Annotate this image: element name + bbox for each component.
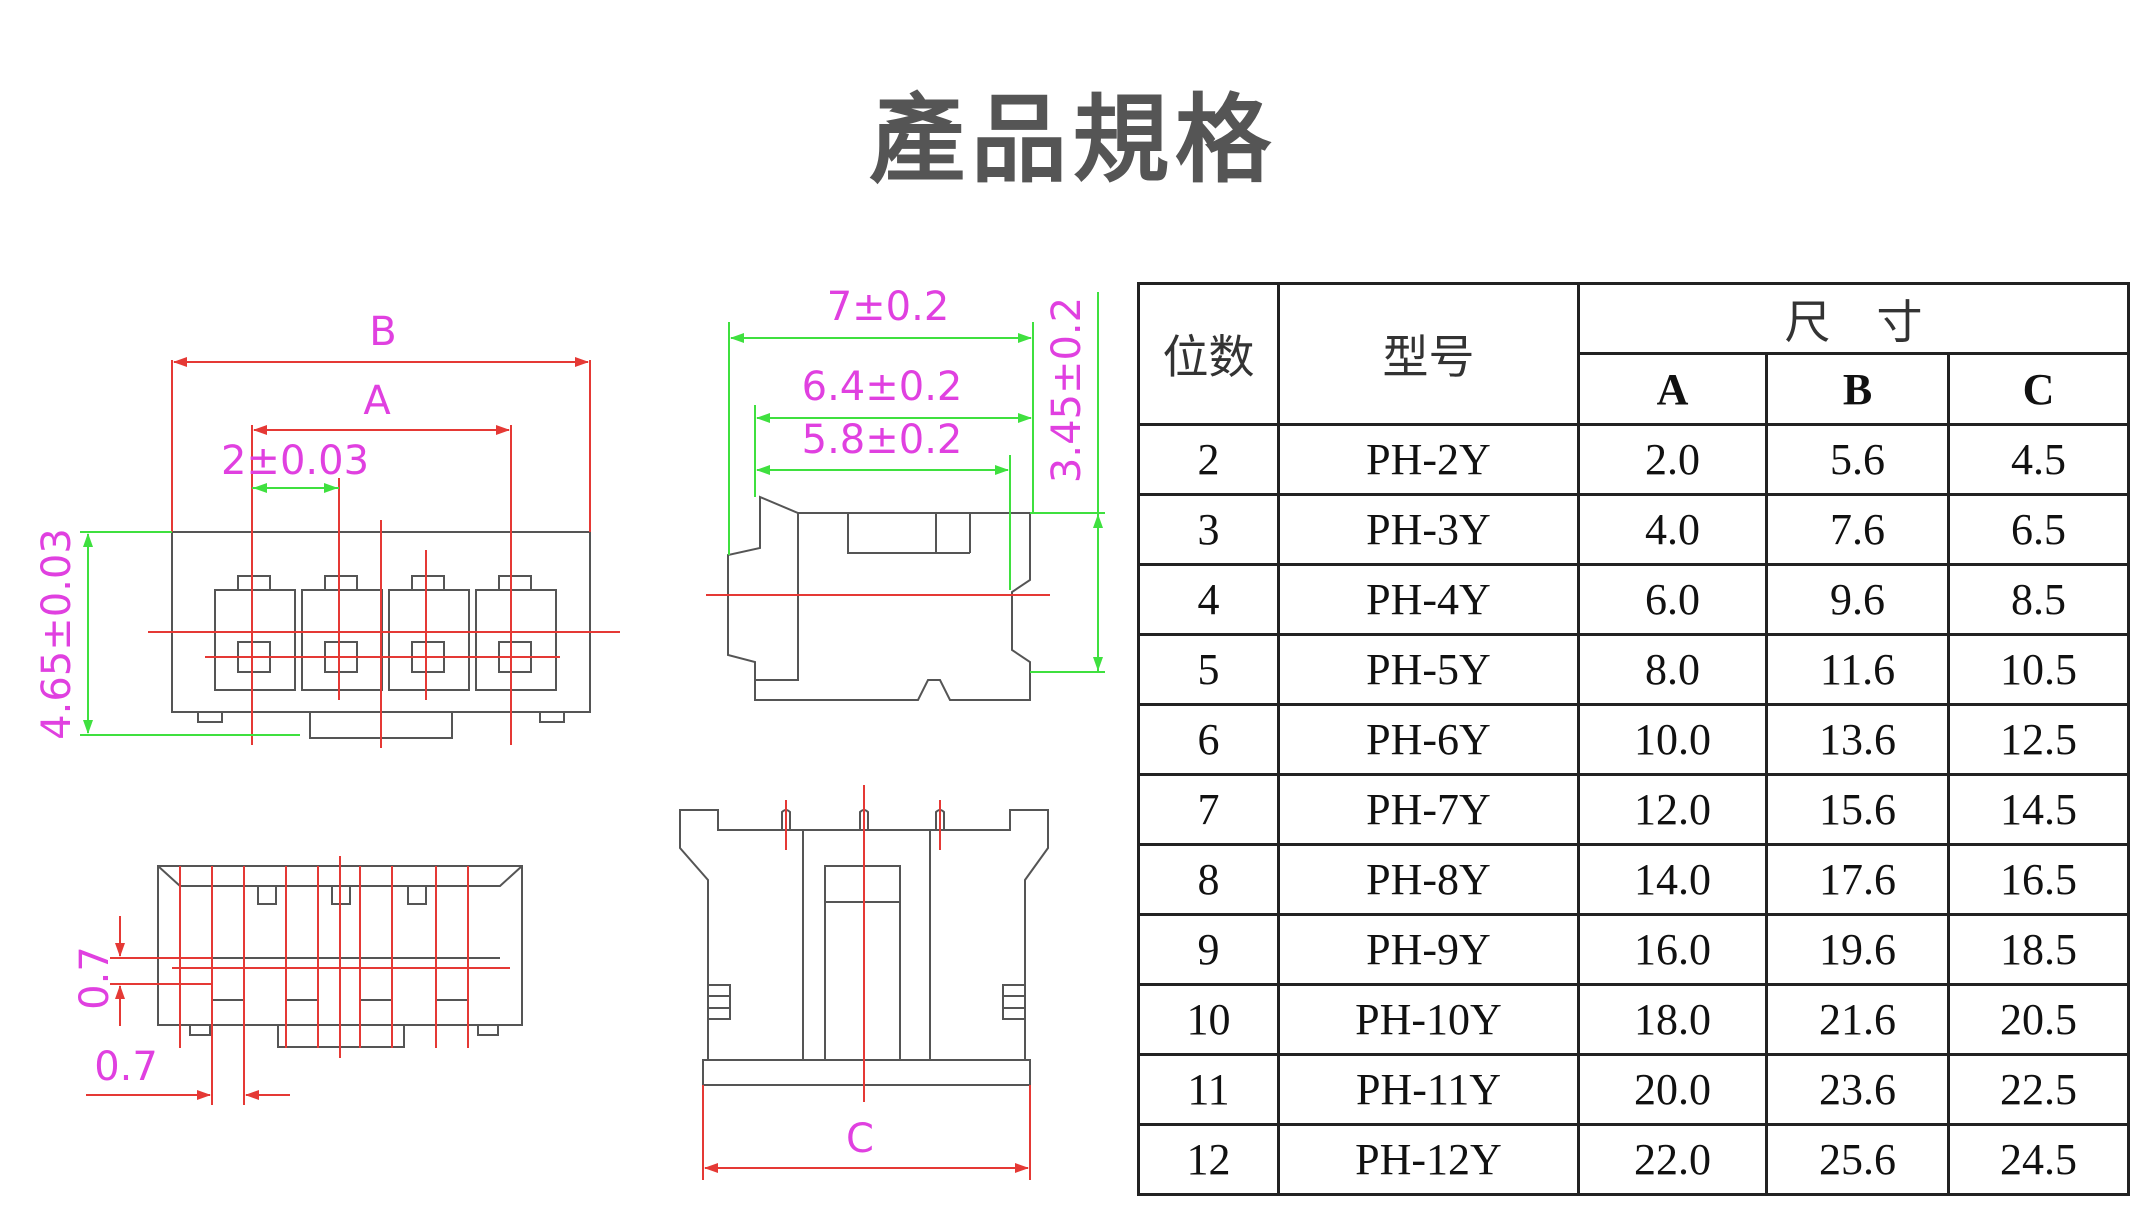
cell-model: PH-11Y bbox=[1277, 1053, 1580, 1126]
cell-b: 11.6 bbox=[1765, 633, 1950, 706]
cell-positions: 7 bbox=[1137, 773, 1280, 846]
connector-drawings: B A 2±0.03 4.65±0.03 7±0.2 6.4±0.2 5.8±0… bbox=[34, 284, 1105, 1180]
cell-model: PH-12Y bbox=[1277, 1123, 1580, 1196]
dim-label-b: B bbox=[369, 309, 396, 355]
cell-positions: 10 bbox=[1137, 983, 1280, 1056]
side-view-dimensions bbox=[706, 292, 1105, 673]
cell-b: 19.6 bbox=[1765, 913, 1950, 986]
dim-label-5-8: 5.8±0.2 bbox=[802, 417, 963, 463]
cell-b: 15.6 bbox=[1765, 773, 1950, 846]
cell-a: 8.0 bbox=[1577, 633, 1768, 706]
cell-b: 17.6 bbox=[1765, 843, 1950, 916]
cell-model: PH-5Y bbox=[1277, 633, 1580, 706]
header-positions: 位数 bbox=[1137, 282, 1280, 426]
header-size: 尺 寸 bbox=[1577, 282, 2130, 355]
header-model: 型号 bbox=[1277, 282, 1580, 426]
cell-positions: 3 bbox=[1137, 493, 1280, 566]
cell-b: 5.6 bbox=[1765, 423, 1950, 496]
cell-positions: 8 bbox=[1137, 843, 1280, 916]
back-view-drawing bbox=[679, 809, 1049, 1086]
cell-b: 25.6 bbox=[1765, 1123, 1950, 1196]
cell-a: 2.0 bbox=[1577, 423, 1768, 496]
cell-c: 10.5 bbox=[1947, 633, 2130, 706]
cell-positions: 2 bbox=[1137, 423, 1280, 496]
dim-label-6-4: 6.4±0.2 bbox=[802, 364, 963, 410]
cell-c: 18.5 bbox=[1947, 913, 2130, 986]
cell-positions: 5 bbox=[1137, 633, 1280, 706]
cell-c: 4.5 bbox=[1947, 423, 2130, 496]
dim-label-pitch: 2±0.03 bbox=[221, 438, 369, 484]
cell-c: 14.5 bbox=[1947, 773, 2130, 846]
cell-model: PH-10Y bbox=[1277, 983, 1580, 1056]
cell-model: PH-8Y bbox=[1277, 843, 1580, 916]
cell-a: 14.0 bbox=[1577, 843, 1768, 916]
cell-c: 20.5 bbox=[1947, 983, 2130, 1056]
cell-positions: 4 bbox=[1137, 563, 1280, 636]
cell-model: PH-2Y bbox=[1277, 423, 1580, 496]
cell-a: 16.0 bbox=[1577, 913, 1768, 986]
dim-label-height: 4.65±0.03 bbox=[34, 528, 80, 740]
cell-positions: 11 bbox=[1137, 1053, 1280, 1126]
cell-model: PH-3Y bbox=[1277, 493, 1580, 566]
cell-b: 21.6 bbox=[1765, 983, 1950, 1056]
table-row: 9 PH-9Y 16.0 19.6 18.5 bbox=[1137, 913, 2130, 986]
cell-a: 4.0 bbox=[1577, 493, 1768, 566]
cell-b: 9.6 bbox=[1765, 563, 1950, 636]
dim-label-a: A bbox=[363, 378, 391, 424]
dim-label-0-7-horizontal: 0.7 bbox=[94, 1044, 158, 1090]
cell-b: 23.6 bbox=[1765, 1053, 1950, 1126]
table-row: 4 PH-4Y 6.0 9.6 8.5 bbox=[1137, 563, 2130, 636]
cell-c: 22.5 bbox=[1947, 1053, 2130, 1126]
table-row: 7 PH-7Y 12.0 15.6 14.5 bbox=[1137, 773, 2130, 846]
cell-positions: 6 bbox=[1137, 703, 1280, 776]
cell-positions: 9 bbox=[1137, 913, 1280, 986]
cell-c: 6.5 bbox=[1947, 493, 2130, 566]
cell-b: 13.6 bbox=[1765, 703, 1950, 776]
front-view-dimensions bbox=[80, 357, 620, 748]
table-row: 8 PH-8Y 14.0 17.6 16.5 bbox=[1137, 843, 2130, 916]
top-view-dimensions bbox=[86, 856, 510, 1105]
dim-label-c: C bbox=[846, 1116, 874, 1162]
cell-a: 6.0 bbox=[1577, 563, 1768, 636]
table-row: 10 PH-10Y 18.0 21.6 20.5 bbox=[1137, 983, 2130, 1056]
cell-c: 16.5 bbox=[1947, 843, 2130, 916]
cell-c: 8.5 bbox=[1947, 563, 2130, 636]
table-row: 3 PH-3Y 4.0 7.6 6.5 bbox=[1137, 493, 2130, 566]
header-col-a: A bbox=[1577, 352, 1768, 426]
cell-a: 10.0 bbox=[1577, 703, 1768, 776]
cell-a: 22.0 bbox=[1577, 1123, 1768, 1196]
header-col-b: B bbox=[1765, 352, 1950, 426]
cell-a: 20.0 bbox=[1577, 1053, 1768, 1126]
side-view-drawing bbox=[727, 495, 1031, 701]
cell-c: 12.5 bbox=[1947, 703, 2130, 776]
dim-label-7: 7±0.2 bbox=[827, 284, 950, 330]
cell-positions: 12 bbox=[1137, 1123, 1280, 1196]
page-title: 產品規格 bbox=[869, 84, 1277, 196]
cell-a: 12.0 bbox=[1577, 773, 1768, 846]
cell-model: PH-9Y bbox=[1277, 913, 1580, 986]
cell-b: 7.6 bbox=[1765, 493, 1950, 566]
table-row: 11 PH-11Y 20.0 23.6 22.5 bbox=[1137, 1053, 2130, 1126]
table-row: 5 PH-5Y 8.0 11.6 10.5 bbox=[1137, 633, 2130, 706]
cell-model: PH-4Y bbox=[1277, 563, 1580, 636]
cell-c: 24.5 bbox=[1947, 1123, 2130, 1196]
spec-table: 位数 型号 尺 寸 A B C 2 PH-2Y 2.0 5.6 4.5 3 PH… bbox=[1137, 282, 2130, 1196]
table-row: 2 PH-2Y 2.0 5.6 4.5 bbox=[1137, 423, 2130, 496]
back-view-dimensions bbox=[702, 785, 1031, 1180]
dim-label-0-7-vertical: 0.7 bbox=[72, 946, 118, 1010]
table-row: 6 PH-6Y 10.0 13.6 12.5 bbox=[1137, 703, 2130, 776]
dim-label-3-45: 3.45±0.2 bbox=[1044, 297, 1090, 483]
cell-model: PH-7Y bbox=[1277, 773, 1580, 846]
header-col-c: C bbox=[1947, 352, 2130, 426]
cell-model: PH-6Y bbox=[1277, 703, 1580, 776]
cell-a: 18.0 bbox=[1577, 983, 1768, 1056]
table-row: 12 PH-12Y 22.0 25.6 24.5 bbox=[1137, 1123, 2130, 1196]
